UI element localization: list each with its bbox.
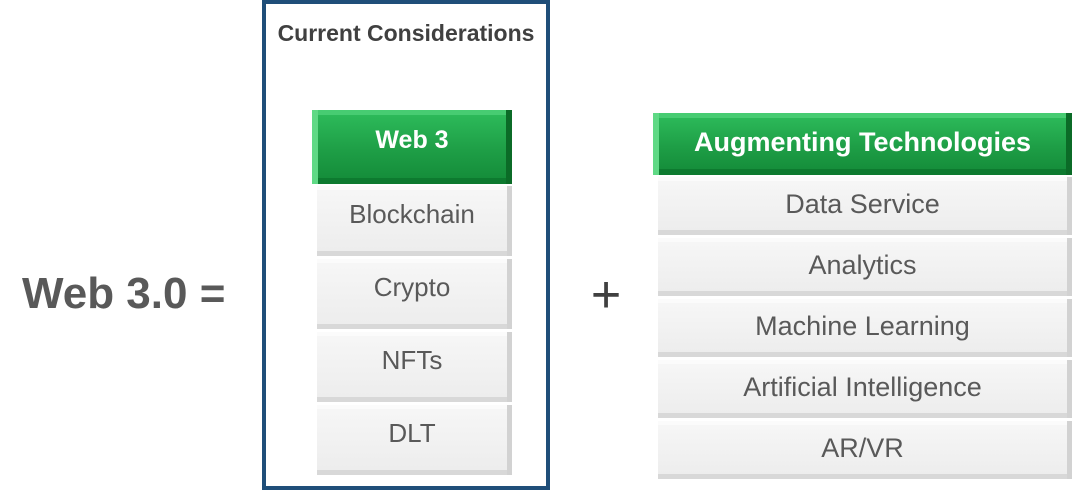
augmenting-item-ar-vr: AR/VR xyxy=(653,421,1072,479)
augmenting-item-data-service: Data Service xyxy=(653,177,1072,235)
augmenting-item-analytics: Analytics xyxy=(653,238,1072,296)
consideration-item-crypto: Crypto xyxy=(312,259,512,329)
equation-label: Web 3.0 = xyxy=(22,269,226,318)
consideration-item-dlt: DLT xyxy=(312,405,512,475)
consideration-item-nfts: NFTs xyxy=(312,332,512,402)
augmenting-item-artificial-intelligence: Artificial Intelligence xyxy=(653,360,1072,418)
considerations-title: Current Considerations xyxy=(277,20,535,46)
consideration-item-blockchain: Blockchain xyxy=(312,186,512,256)
plus-operator: + xyxy=(590,266,622,324)
augmenting-item-machine-learning: Machine Learning xyxy=(653,299,1072,357)
augmenting-technologies-header-tile: Augmenting Technologies xyxy=(653,113,1072,175)
web3-header-tile: Web 3 xyxy=(312,110,512,184)
